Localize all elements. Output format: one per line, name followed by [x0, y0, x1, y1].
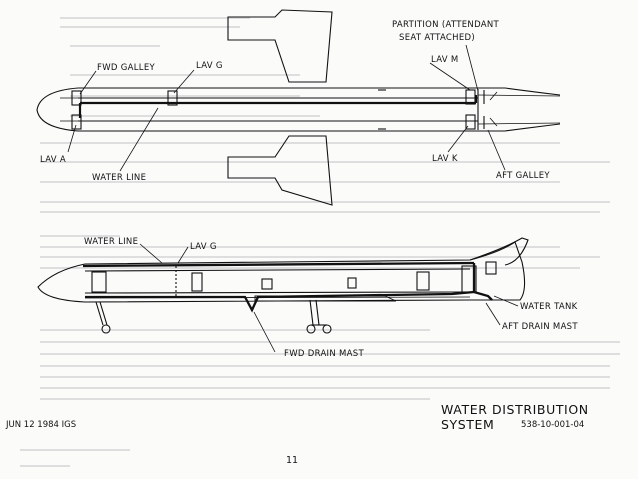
page-number: 11: [286, 455, 299, 466]
label-fwd-galley: FWD GALLEY: [97, 63, 155, 73]
label-lav-m: LAV M: [431, 55, 459, 65]
side-view-aircraft: [37, 237, 529, 334]
label-aft-galley: AFT GALLEY: [496, 171, 550, 181]
top-water-line: [78, 95, 478, 118]
date-stamp: JUN 12 1984 IGS: [6, 420, 77, 430]
label-water-line-top: WATER LINE: [92, 173, 146, 183]
label-lav-k: LAV K: [432, 154, 458, 164]
system-title: WATER DISTRIBUTION SYSTEM: [441, 402, 589, 432]
bleed-through-text: [20, 17, 620, 467]
top-view-leaders: [67, 44, 506, 172]
main-gear: [306, 299, 332, 334]
label-partition-line2: SEAT ATTACHED): [399, 33, 475, 43]
tail-fin: [469, 237, 529, 266]
side-view-leaders: [139, 243, 519, 353]
label-partition: PARTITION (ATTENDANT: [392, 20, 500, 30]
side-fuselage-outline: [37, 241, 526, 303]
label-lav-g-side: LAV G: [190, 242, 217, 252]
upper-wing: [227, 9, 333, 83]
label-fwd-drain-mast: FWD DRAIN MAST: [284, 349, 364, 359]
label-water-tank: WATER TANK: [520, 302, 578, 312]
document-number: 538-10-001-04: [521, 420, 585, 430]
top-fuselage-outline: [36, 87, 561, 132]
label-lav-g-top: LAV G: [196, 61, 223, 71]
lower-wing: [227, 135, 333, 206]
top-view-aircraft: [36, 9, 561, 206]
nose-gear: [95, 301, 111, 334]
label-aft-drain-mast: AFT DRAIN MAST: [502, 322, 578, 332]
label-water-line-side: WATER LINE: [84, 237, 138, 247]
side-water-line: [82, 261, 493, 313]
label-lav-a: LAV A: [40, 155, 66, 165]
